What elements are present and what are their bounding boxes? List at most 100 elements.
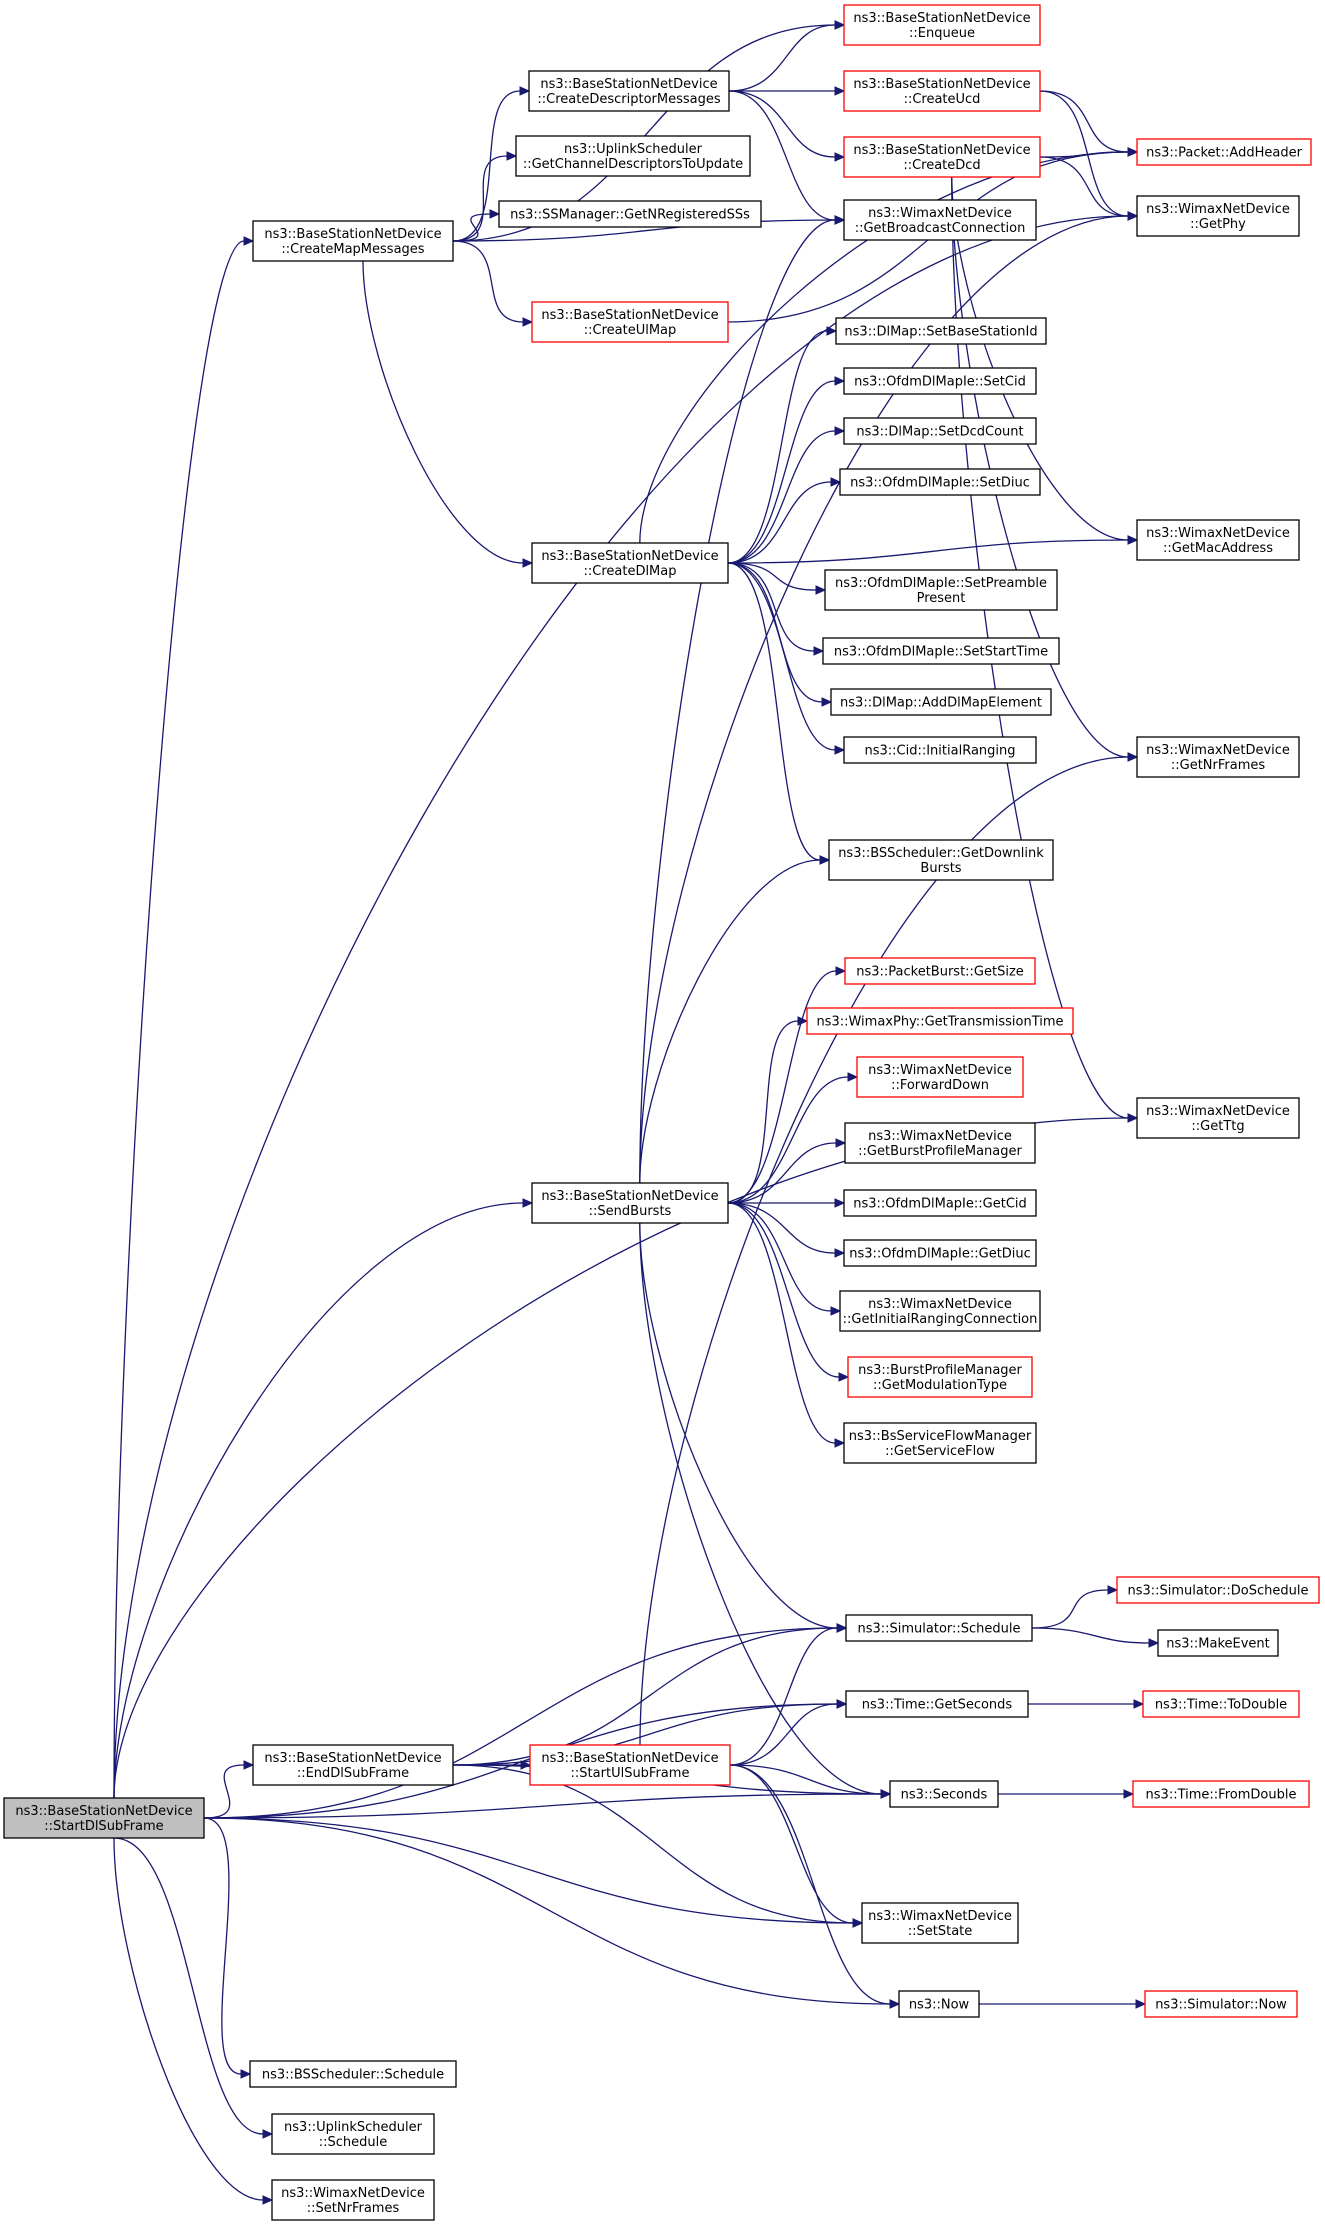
node-createUlMap[interactable]: ns3::BaseStationNetDevice::CreateUlMap xyxy=(531,301,729,343)
edge-sendBursts-to-getModulationType xyxy=(727,1202,840,1378)
edge-createDcd-to-getPhy xyxy=(1039,156,1129,217)
node-getBurstProfileManager[interactable]: ns3::WimaxNetDevice::GetBurstProfileMana… xyxy=(844,1122,1036,1164)
node-getSize[interactable]: ns3::PacketBurst::GetSize xyxy=(844,957,1036,985)
edge-sendBursts-to-getServiceFlow xyxy=(727,1202,836,1444)
node-createDcd[interactable]: ns3::BaseStationNetDevice::CreateDcd xyxy=(843,136,1041,178)
node-label: ::Schedule xyxy=(319,2135,388,2150)
node-createDlMap[interactable]: ns3::BaseStationNetDevice::CreateDlMap xyxy=(531,542,729,584)
edge-arrowhead xyxy=(1127,1113,1139,1123)
node-label: ::StartDlSubFrame xyxy=(44,1819,163,1834)
node-getInitialRangingConnection[interactable]: ns3::WimaxNetDevice::GetInitialRangingCo… xyxy=(839,1290,1041,1332)
node-setDcdCount[interactable]: ns3::DlMap::SetDcdCount xyxy=(843,417,1037,445)
node-label: Bursts xyxy=(920,861,961,876)
node-initialRanging[interactable]: ns3::Cid::InitialRanging xyxy=(843,736,1037,764)
node-forwardDown[interactable]: ns3::WimaxNetDevice::ForwardDown xyxy=(856,1056,1024,1098)
node-setCid[interactable]: ns3::OfdmDlMapIe::SetCid xyxy=(843,367,1037,395)
node-setDiuc[interactable]: ns3::OfdmDlMapIe::SetDiuc xyxy=(839,468,1041,496)
edge-createDlMap-to-setDcdCount xyxy=(727,430,836,564)
node-box xyxy=(529,1744,731,1786)
node-label: Present xyxy=(917,591,966,606)
node-getMacAddress[interactable]: ns3::WimaxNetDevice::GetMacAddress xyxy=(1136,519,1300,561)
node-box xyxy=(528,70,730,112)
node-bsSchedulerSchedule[interactable]: ns3::BSScheduler::Schedule xyxy=(249,2060,457,2088)
node-createMapMessages[interactable]: ns3::BaseStationNetDevice::CreateMapMess… xyxy=(252,220,454,262)
node-box xyxy=(1132,1780,1310,1808)
edge-createDescriptorMessages-to-createDcd xyxy=(728,90,836,158)
node-now[interactable]: ns3::Now xyxy=(898,1990,980,2018)
edge-createMapMessages-to-createUlMap xyxy=(452,240,524,323)
node-label: ::CreateDlMap xyxy=(583,564,676,579)
node-setNrFrames[interactable]: ns3::WimaxNetDevice::SetNrFrames xyxy=(271,2179,435,2221)
edge-arrowhead xyxy=(1148,1638,1160,1648)
node-getBroadcastConnection[interactable]: ns3::WimaxNetDevice::GetBroadcastConnect… xyxy=(843,199,1037,241)
node-setBaseStationId[interactable]: ns3::DlMap::SetBaseStationId xyxy=(835,317,1047,345)
node-label: ns3::BaseStationNetDevice xyxy=(853,143,1030,158)
edge-createDlMap-to-setDiuc xyxy=(727,481,832,564)
node-label: ::GetTtg xyxy=(1191,1119,1244,1134)
node-getNrFrames[interactable]: ns3::WimaxNetDevice::GetNrFrames xyxy=(1136,736,1300,778)
node-label: ::CreateMapMessages xyxy=(281,242,424,257)
node-box xyxy=(843,736,1037,764)
node-getServiceFlow[interactable]: ns3::BsServiceFlowManager::GetServiceFlo… xyxy=(843,1422,1037,1464)
edge-arrowhead xyxy=(834,215,846,225)
node-label: ns3::Cid::InitialRanging xyxy=(864,744,1015,759)
node-setStartTime[interactable]: ns3::OfdmDlMapIe::SetStartTime xyxy=(822,637,1060,665)
node-label: ::GetBroadcastConnection xyxy=(855,221,1026,236)
node-box xyxy=(249,2060,457,2088)
edge-sendBursts-to-seconds xyxy=(639,1222,882,1795)
node-label: ns3::OfdmDlMapIe::SetCid xyxy=(854,375,1026,390)
node-root[interactable]: ns3::BaseStationNetDevice::StartDlSubFra… xyxy=(3,1797,205,1839)
node-box xyxy=(847,1356,1033,1398)
node-getDiuc[interactable]: ns3::OfdmDlMapIe::GetDiuc xyxy=(843,1239,1037,1267)
node-getNRegisteredSSs[interactable]: ns3::SSManager::GetNRegisteredSSs xyxy=(498,200,762,228)
node-getModulationType[interactable]: ns3::BurstProfileManager::GetModulationT… xyxy=(847,1356,1033,1398)
node-box xyxy=(806,1007,1074,1035)
node-getCid[interactable]: ns3::OfdmDlMapIe::GetCid xyxy=(843,1189,1037,1217)
edge-arrowhead xyxy=(834,376,846,386)
node-label: ns3::WimaxNetDevice xyxy=(868,1063,1012,1078)
node-label: ns3::BaseStationNetDevice xyxy=(853,77,1030,92)
node-label: ns3::BSScheduler::Schedule xyxy=(262,2068,444,2083)
node-getChannelDescriptors[interactable]: ns3::UplinkScheduler::GetChannelDescript… xyxy=(515,135,751,177)
node-setState[interactable]: ns3::WimaxNetDevice::SetState xyxy=(861,1902,1019,1944)
node-label: ns3::WimaxNetDevice xyxy=(1146,526,1290,541)
node-toDouble[interactable]: ns3::Time::ToDouble xyxy=(1142,1690,1300,1718)
node-addDlMapElement[interactable]: ns3::DlMap::AddDlMapElement xyxy=(830,688,1052,716)
edge-arrowhead xyxy=(262,2129,274,2139)
node-getTtg[interactable]: ns3::WimaxNetDevice::GetTtg xyxy=(1136,1097,1300,1139)
edge-startUlSubFrame-to-getSeconds xyxy=(729,1703,838,1766)
node-box xyxy=(271,2113,435,2155)
node-box xyxy=(845,1614,1033,1642)
node-fromDouble[interactable]: ns3::Time::FromDouble xyxy=(1132,1780,1310,1808)
node-createUcd[interactable]: ns3::BaseStationNetDevice::CreateUcd xyxy=(843,70,1041,112)
node-doSchedule[interactable]: ns3::Simulator::DoSchedule xyxy=(1116,1576,1320,1604)
node-simulatorSchedule[interactable]: ns3::Simulator::Schedule xyxy=(845,1614,1033,1642)
edge-arrowhead xyxy=(1127,752,1139,762)
node-createDescriptorMessages[interactable]: ns3::BaseStationNetDevice::CreateDescrip… xyxy=(528,70,730,112)
node-addHeader[interactable]: ns3::Packet::AddHeader xyxy=(1136,138,1312,166)
node-box xyxy=(531,1182,729,1224)
edge-arrowhead xyxy=(522,1198,534,1208)
node-uplinkSchedulerSchedule[interactable]: ns3::UplinkScheduler::Schedule xyxy=(271,2113,435,2155)
node-simulatorNow[interactable]: ns3::Simulator::Now xyxy=(1144,1990,1298,2018)
node-getPhy[interactable]: ns3::WimaxNetDevice::GetPhy xyxy=(1136,195,1300,237)
node-sendBursts[interactable]: ns3::BaseStationNetDevice::SendBursts xyxy=(531,1182,729,1224)
node-seconds[interactable]: ns3::Seconds xyxy=(889,1780,999,1808)
edge-arrowhead xyxy=(834,745,846,755)
edge-createMapMessages-to-createDescriptorMessages xyxy=(452,90,521,242)
node-getSeconds[interactable]: ns3::Time::GetSeconds xyxy=(845,1690,1029,1718)
node-startUlSubFrame[interactable]: ns3::BaseStationNetDevice::StartUlSubFra… xyxy=(529,1744,731,1786)
edge-arrowhead xyxy=(889,1999,901,2009)
node-enqueue[interactable]: ns3::BaseStationNetDevice::Enqueue xyxy=(843,4,1041,46)
node-getTransmissionTime[interactable]: ns3::WimaxPhy::GetTransmissionTime xyxy=(806,1007,1074,1035)
node-label: ns3::Time::GetSeconds xyxy=(862,1698,1013,1713)
node-box xyxy=(844,1122,1036,1164)
edge-createMapMessages-to-createDlMap xyxy=(362,260,524,564)
edge-sendBursts-to-getBroadcastConnection xyxy=(639,219,836,1184)
node-makeEvent[interactable]: ns3::MakeEvent xyxy=(1157,1629,1279,1657)
node-endDlSubFrame[interactable]: ns3::BaseStationNetDevice::EndDlSubFrame xyxy=(252,1744,454,1786)
edge-arrowhead xyxy=(838,1372,850,1382)
